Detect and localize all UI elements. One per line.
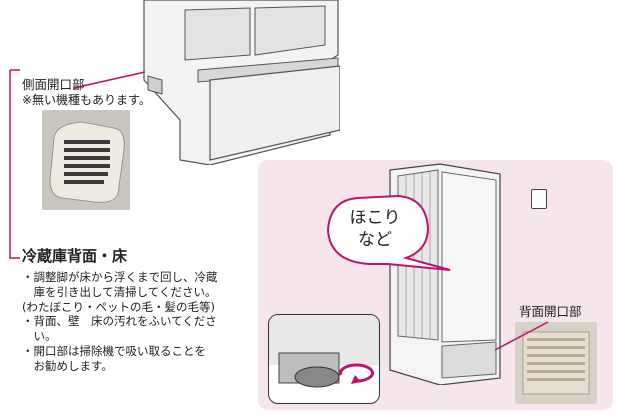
wall-socket-icon — [531, 189, 547, 209]
leveling-foot-detail — [268, 314, 380, 404]
back-opening-label: 背面開口部 — [519, 304, 582, 319]
instruction-list: ・調整脚が床から浮くまで回し、冷蔵 庫を引き出して清掃してください。 (わたぼこ… — [22, 270, 262, 374]
section-title: 冷蔵庫背面・床 — [22, 247, 128, 265]
list-item: (わたぼこり・ペットの毛・髪の毛等) — [22, 299, 215, 314]
list-item: ・開口部は掃除機で吸い取ることを — [22, 343, 206, 358]
speech-bubble — [326, 194, 451, 271]
side-opening-label: 側面開口部 — [22, 77, 85, 92]
fridge-front-illustration — [143, 0, 340, 165]
list-item: お勧めします。 — [22, 358, 113, 373]
bubble-line-1: ほこり — [349, 208, 401, 228]
list-item: ・背面、壁 床の汚れをふいてくださ — [22, 314, 217, 329]
bubble-line-2: など — [358, 230, 392, 250]
bubble-text: ほこり など — [340, 207, 410, 251]
list-item: ・調整脚が床から浮くまで回し、冷蔵 — [22, 270, 218, 284]
side-vent-photo — [42, 110, 130, 210]
list-item: い。 — [22, 329, 57, 344]
list-item: 庫を引き出して清掃してください。 — [22, 284, 217, 299]
side-opening-note: ※無い機種もあります。 — [22, 93, 151, 107]
leveling-foot-icon — [269, 315, 379, 388]
back-vent-photo — [515, 322, 597, 404]
